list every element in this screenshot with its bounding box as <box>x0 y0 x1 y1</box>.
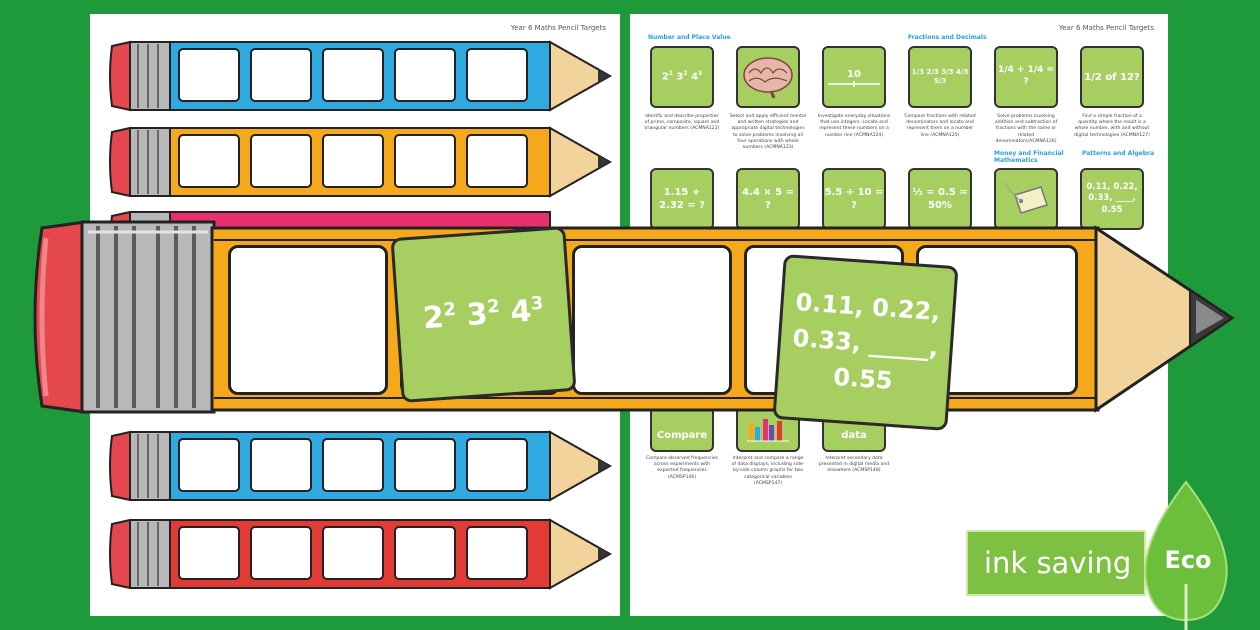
target-box[interactable] <box>394 438 456 492</box>
desc-acmsp147: Interpret and compare a range of data di… <box>731 456 805 486</box>
card-number-line[interactable]: 10 <box>822 46 886 108</box>
mini-pencil-red <box>108 514 623 594</box>
desc-acmna125: Compare fractions with related denominat… <box>904 114 976 138</box>
target-box[interactable] <box>466 134 528 188</box>
large-card-powers[interactable]: 22 32 43 <box>390 226 577 403</box>
large-card-sequence[interactable]: 0.11, 0.22, 0.33, _____, 0.55 <box>772 254 959 431</box>
target-box[interactable] <box>178 438 240 492</box>
eco-badge-label: Eco <box>1164 546 1212 574</box>
desc-acmna126: Solve problems involving addition and su… <box>994 114 1058 144</box>
card-powers[interactable]: 22 32 43 <box>650 46 714 108</box>
mini-pencil-blue-lower <box>108 426 623 506</box>
column-graph-icon <box>747 419 789 442</box>
target-box[interactable] <box>466 438 528 492</box>
powers-expression: 22 32 43 <box>661 70 703 83</box>
target-box[interactable] <box>178 48 240 102</box>
target-box[interactable] <box>250 48 312 102</box>
card-fraction-of[interactable]: 1/2 of 12? <box>1080 46 1144 108</box>
target-box[interactable] <box>394 134 456 188</box>
target-box[interactable] <box>466 48 528 102</box>
target-box[interactable] <box>322 48 384 102</box>
card-fraction-line[interactable]: 1/3 2/3 3/3 4/3 5/3 <box>908 46 972 108</box>
card-sequence[interactable]: 0.11, 0.22, 0.33, ____, 0.55 <box>1080 168 1144 230</box>
target-box[interactable] <box>394 48 456 102</box>
left-page-header: Year 6 Maths Pencil Targets <box>510 24 606 32</box>
desc-acmna124: Investigate everyday situations that use… <box>817 114 891 138</box>
number-line-icon <box>828 80 880 87</box>
desc-acmna127: Find a simple fraction of a quantity whe… <box>1074 114 1150 138</box>
target-box[interactable] <box>250 526 312 580</box>
desc-acmsp146: Compare observed frequencies across expe… <box>646 456 718 480</box>
number-line-value: 10 <box>847 68 861 80</box>
ink-saving-label: ink saving <box>984 546 1132 580</box>
mini-pencil-blue <box>108 36 623 116</box>
brain-icon <box>743 57 793 99</box>
section-fractions-decimals: Fractions and Decimals <box>908 34 987 41</box>
target-box[interactable] <box>178 526 240 580</box>
card-add-fractions[interactable]: 1/4 + 1/4 = ? <box>994 46 1058 108</box>
section-money: Money and Financial Mathematics <box>994 150 1064 164</box>
ink-saving-banner: ink saving <box>966 530 1146 596</box>
left-worksheet-page: Year 6 Maths Pencil Targets <box>90 14 620 616</box>
section-patterns: Patterns and Algebra <box>1082 150 1155 157</box>
eco-leaf-icon <box>1144 480 1228 630</box>
target-slot-3[interactable] <box>572 245 732 395</box>
desc-acmsp148: Interpret secondary data presented in di… <box>818 456 890 474</box>
target-slot-1[interactable] <box>228 245 388 395</box>
right-page-header: Year 6 Maths Pencil Targets <box>1058 24 1154 32</box>
desc-acmna123: Select and apply efficient mental and wr… <box>730 114 807 150</box>
powers-expression-large: 22 32 43 <box>421 292 545 337</box>
card-decimal-add[interactable]: 1.15 + 2.32 = ? <box>650 168 714 230</box>
card-percent-equivalence[interactable]: ½ = 0.5 = 50% <box>908 168 972 230</box>
target-box[interactable] <box>250 134 312 188</box>
mini-pencil-orange <box>108 122 623 202</box>
target-box[interactable] <box>322 134 384 188</box>
card-brain[interactable] <box>736 46 800 108</box>
target-box[interactable] <box>466 526 528 580</box>
sequence-line-3: 0.55 <box>832 362 894 395</box>
section-number-place-value: Number and Place Value <box>648 34 731 41</box>
target-box[interactable] <box>394 526 456 580</box>
target-box[interactable] <box>322 526 384 580</box>
card-decimal-divide[interactable]: 5.5 ÷ 10 = ? <box>822 168 886 230</box>
card-decimal-multiply[interactable]: 4.4 × 5 = ? <box>736 168 800 230</box>
price-tag-icon <box>1004 182 1048 214</box>
target-box[interactable] <box>250 438 312 492</box>
target-box[interactable] <box>322 438 384 492</box>
target-box[interactable] <box>178 134 240 188</box>
card-price-tag[interactable] <box>994 168 1058 230</box>
desc-acmna122: Identify and describe properties of prim… <box>644 114 720 132</box>
